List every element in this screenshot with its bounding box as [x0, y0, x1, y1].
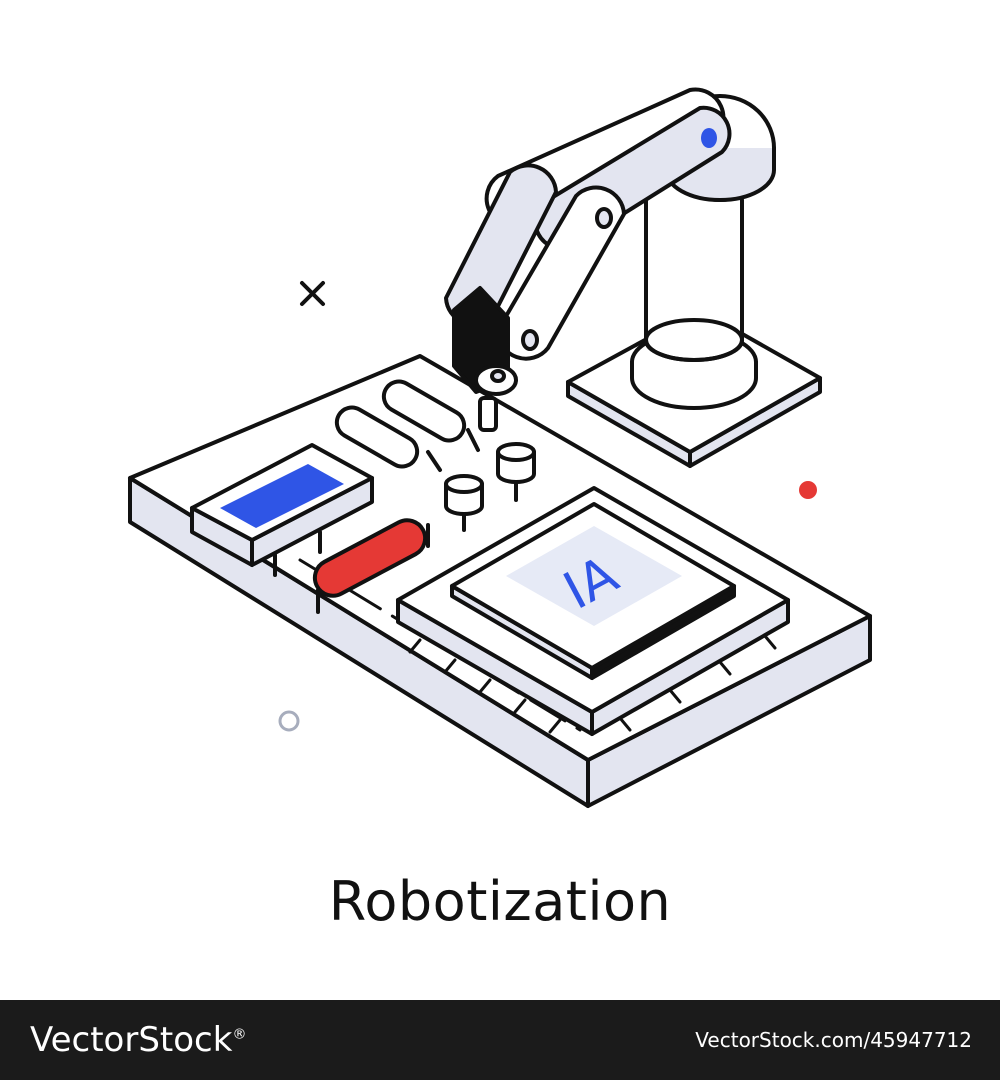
chip-panel: [506, 526, 682, 626]
cylinder-components: [444, 442, 536, 532]
brand-logo: VectorStock®: [30, 1020, 246, 1060]
processor-chip: [396, 486, 790, 736]
red-capacitor: [312, 518, 430, 614]
footer-bar: VectorStock® VectorStock.com/45947712: [0, 1000, 1000, 1080]
robotization-illustration: IA: [128, 87, 872, 808]
registered-mark: ®: [232, 1026, 247, 1043]
footer-url: VectorStock.com/45947712: [695, 1028, 972, 1052]
red-dot-icon: [799, 481, 817, 499]
ring-icon: [278, 710, 300, 732]
brand-name: VectorStock: [30, 1020, 233, 1060]
cross-mark-icon: [300, 281, 325, 306]
robot-arm: [444, 87, 822, 468]
caption-title: Robotization: [328, 870, 672, 933]
display-module: [190, 443, 374, 577]
resistors: [334, 379, 480, 472]
blue-screen: [220, 464, 344, 528]
